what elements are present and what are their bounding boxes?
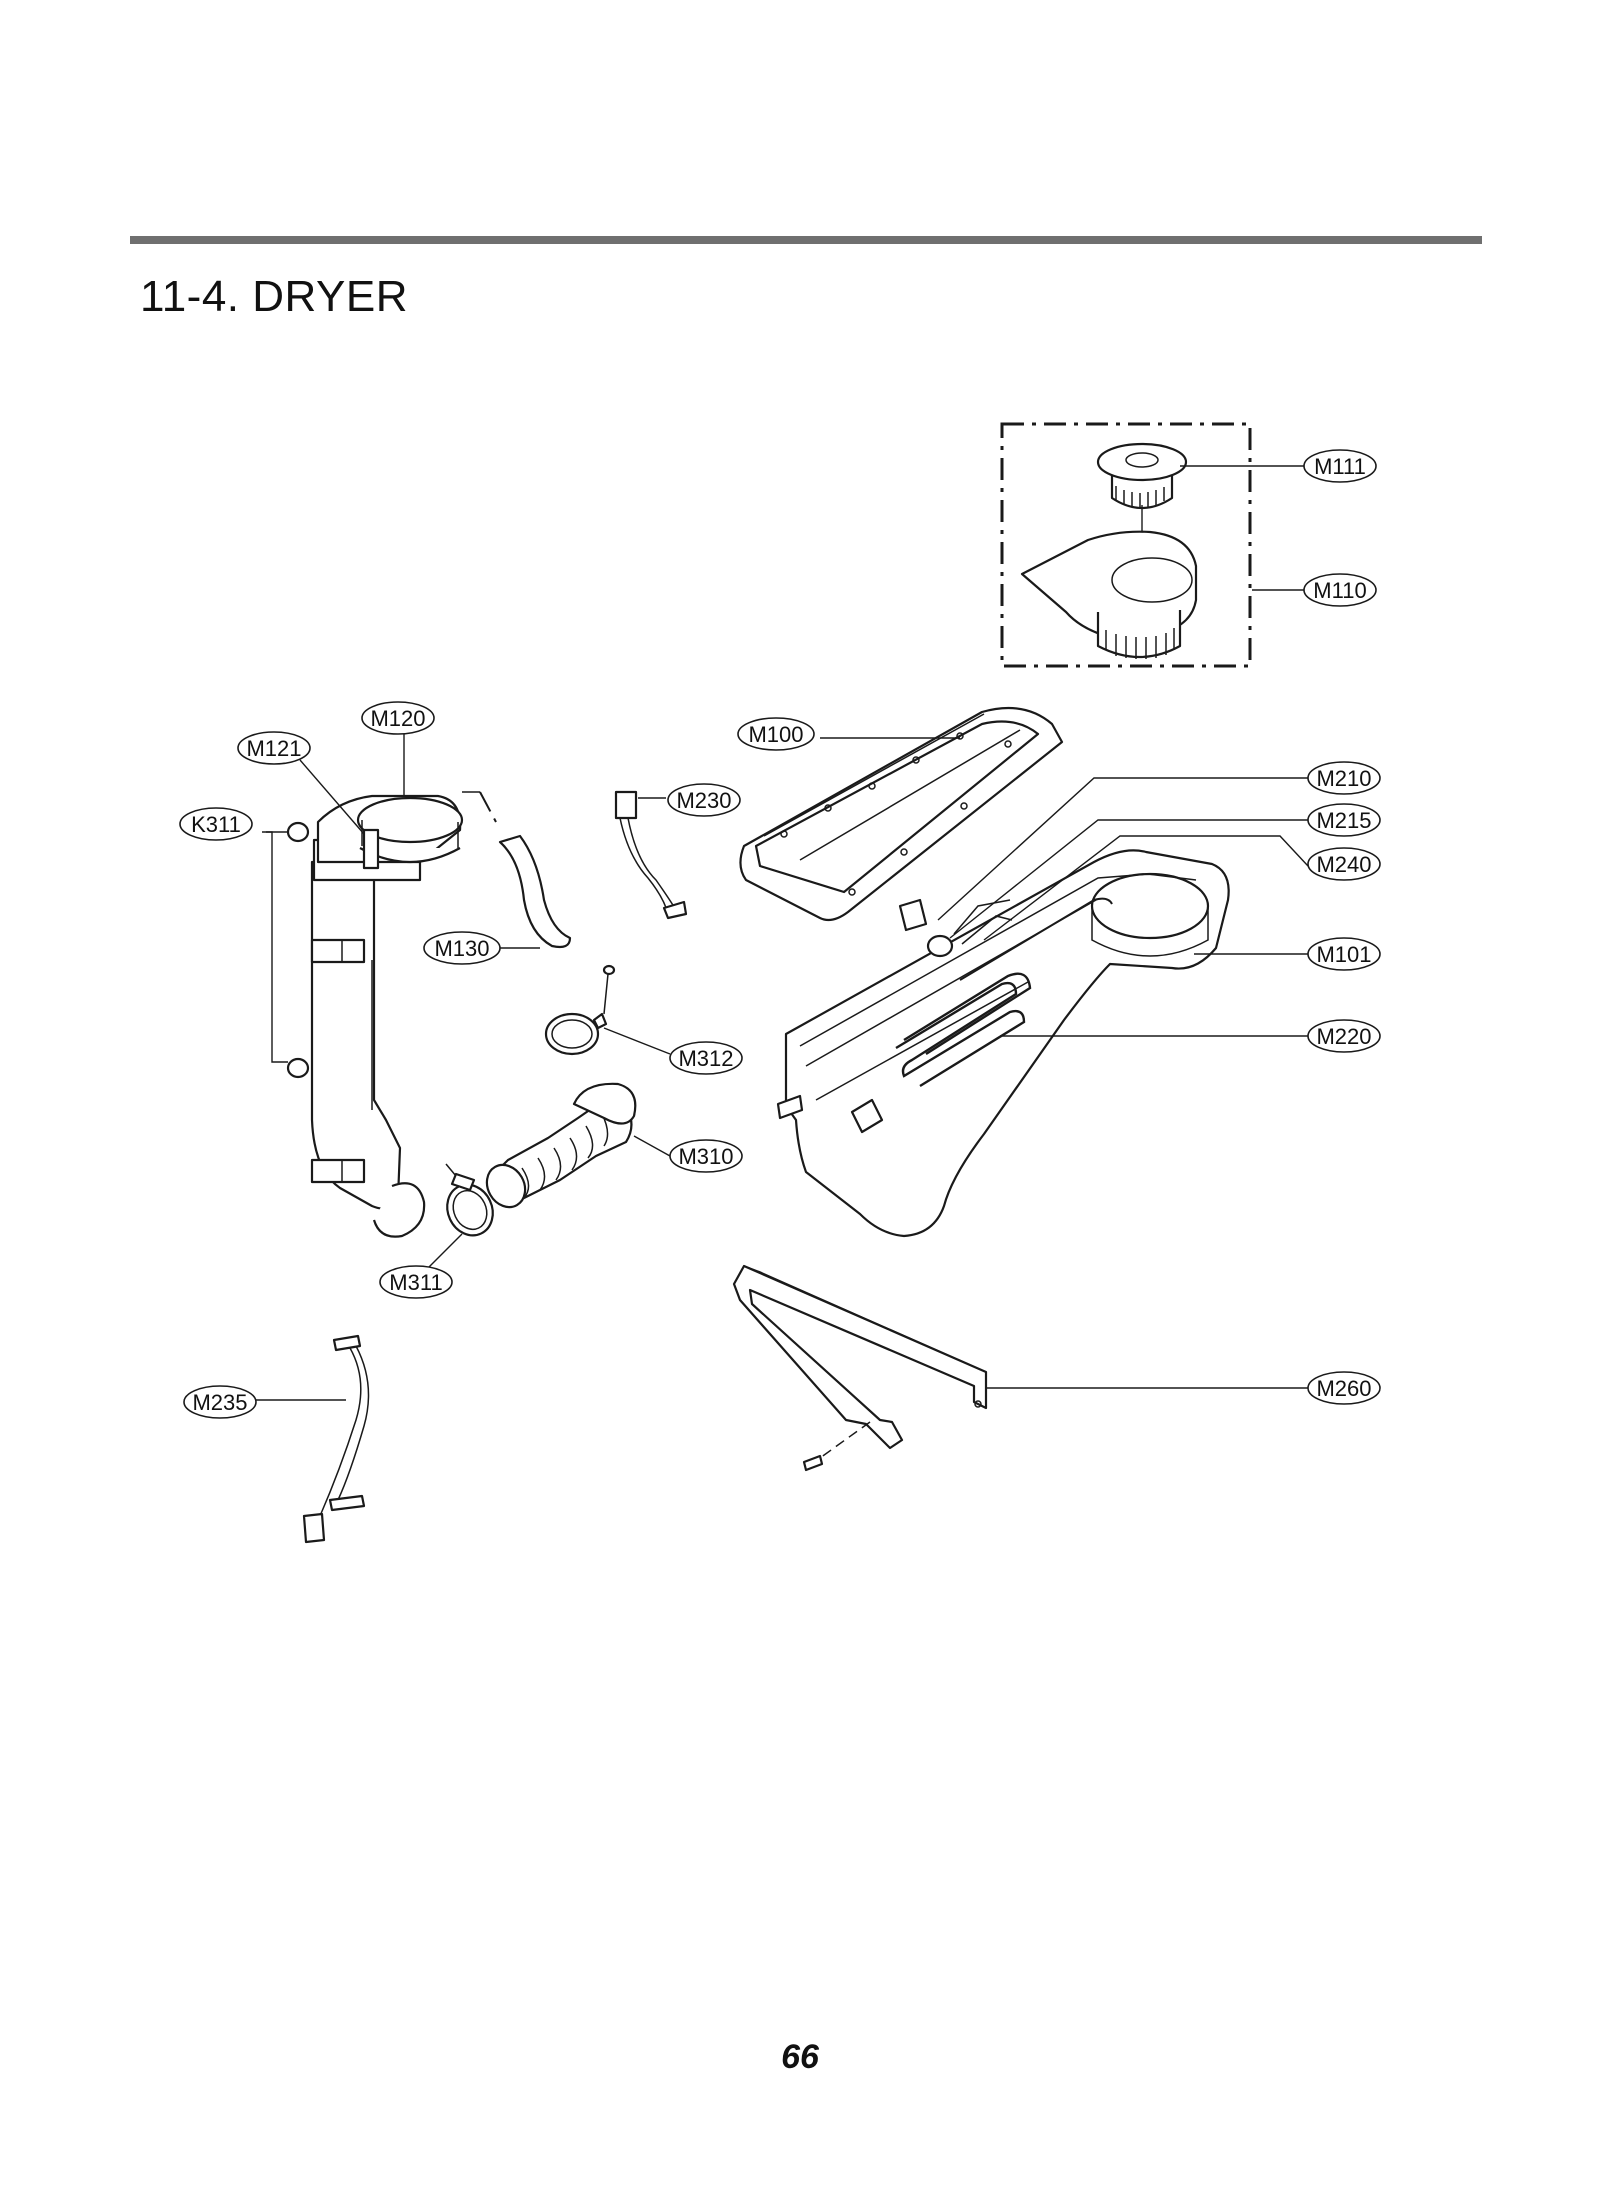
callout-m110: M110 [1303, 573, 1377, 607]
header-rule [130, 236, 1482, 244]
condenser-cover [739, 706, 1064, 922]
callout-label: K311 [191, 812, 241, 837]
fan-motor [1096, 442, 1188, 509]
callout-label: M220 [1316, 1024, 1371, 1049]
k311-caps [262, 821, 310, 1079]
callout-m230: M230 [667, 783, 741, 817]
bellows-hose [485, 1082, 637, 1209]
callout-label: M210 [1316, 766, 1371, 791]
callout-m235: M235 [183, 1385, 257, 1419]
callout-label: M100 [748, 722, 803, 747]
callout-m311: M311 [379, 1265, 453, 1299]
fan-housing [1020, 530, 1198, 659]
callout-label: M130 [434, 936, 489, 961]
hose-clamp-m312 [544, 964, 616, 1056]
callout-label: M260 [1316, 1376, 1371, 1401]
callout-label: M121 [246, 736, 301, 761]
callout-label: M230 [676, 788, 731, 813]
callout-label: M120 [370, 706, 425, 731]
callout-m260: M260 [1307, 1371, 1381, 1405]
condenser-duct [310, 794, 464, 1238]
callout-m215: M215 [1307, 803, 1381, 837]
callout-m312: M312 [669, 1041, 743, 1075]
callout-m120: M120 [361, 701, 435, 735]
fan-motor-detail [1000, 422, 1305, 668]
callout-m111: M111 [1303, 449, 1377, 483]
page-number: 66 [781, 2038, 819, 2076]
callout-m121: M121 [237, 731, 311, 765]
page-title: 11-4. DRYER [140, 272, 408, 321]
callout-m130: M130 [423, 931, 501, 965]
heater-element [895, 897, 1113, 1088]
callout-m220: M220 [1307, 1019, 1381, 1053]
callout-label: M110 [1313, 578, 1366, 603]
callout-label: M101 [1316, 942, 1371, 967]
callout-k311: K311 [179, 807, 253, 841]
detail-box-border [1000, 422, 1252, 668]
connecting-hose [462, 791, 572, 949]
duct-housing [776, 849, 1230, 1238]
callout-m100: M100 [737, 717, 815, 751]
callout-label: M310 [678, 1144, 733, 1169]
callout-m310: M310 [669, 1139, 743, 1173]
callout-label: M235 [192, 1390, 247, 1415]
wire-harness [302, 1334, 370, 1544]
callout-label: M311 [389, 1270, 442, 1295]
callout-label: M111 [1314, 454, 1366, 479]
callout-label: M312 [678, 1046, 733, 1071]
support-bracket [732, 1264, 988, 1472]
callout-m101: M101 [1307, 937, 1381, 971]
thermostat-parts [898, 898, 1013, 958]
thermistor-sensor [614, 790, 688, 920]
hose-clamp-m311 [445, 1163, 494, 1237]
callout-m240: M240 [1307, 847, 1381, 881]
callout-label: M215 [1316, 808, 1371, 833]
callout-m210: M210 [1307, 761, 1381, 795]
callout-label: M240 [1316, 852, 1371, 877]
